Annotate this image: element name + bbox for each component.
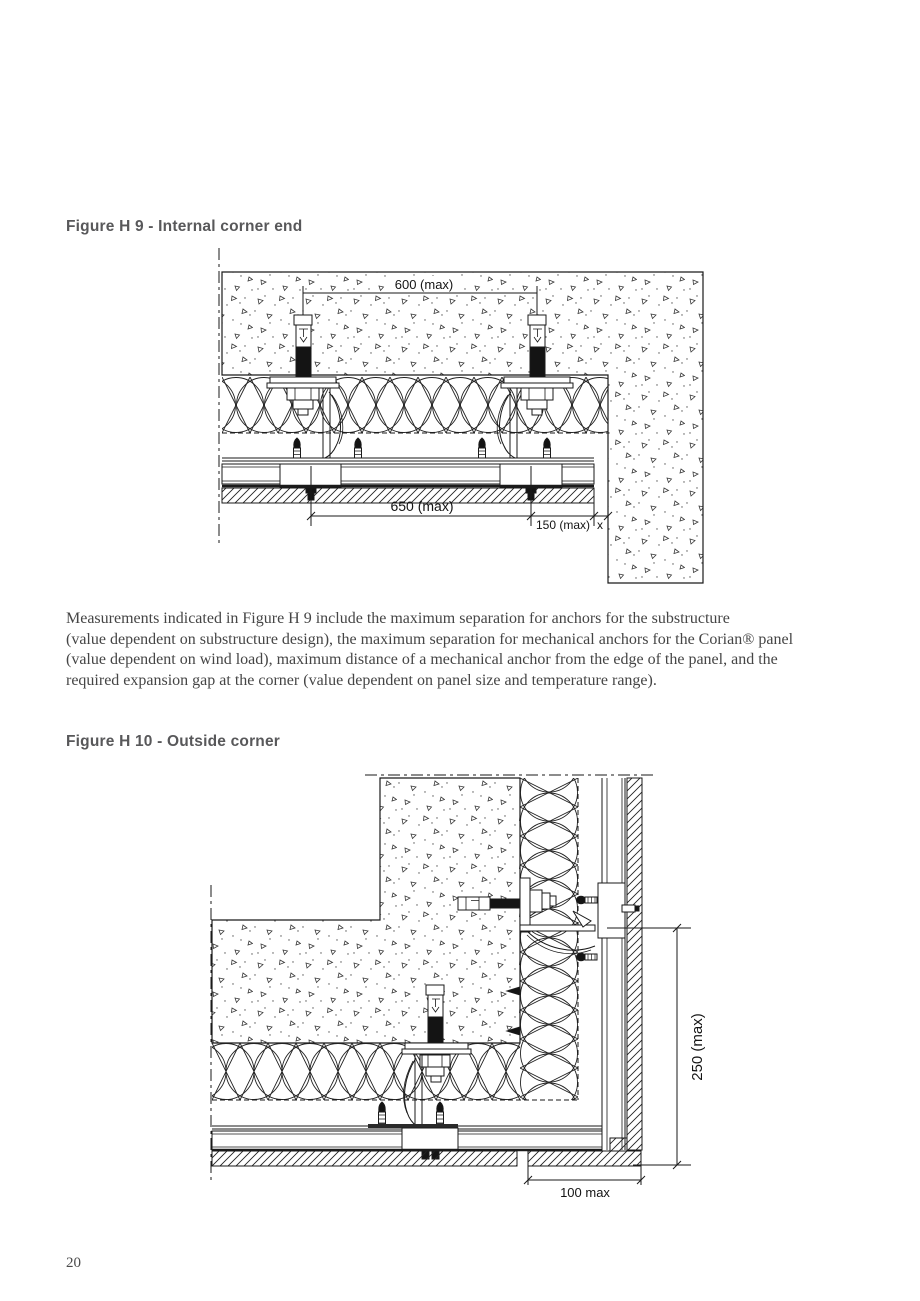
mechanical-anchor-top [457,877,640,962]
figure-h10-drawing: 100 max 250 (max) [210,774,706,1200]
page-number: 20 [66,1255,81,1271]
corian-panel-bottom [211,1150,518,1167]
dim-label-x-gap: x [597,518,603,532]
paragraph-line: Measurements indicated in Figure H 9 inc… [66,610,730,627]
body-paragraph: Measurements indicated in Figure H 9 inc… [66,609,793,691]
paragraph-line: (value dependent on substructure design)… [66,630,794,648]
dim-label-150-max: 150 (max) [536,518,590,532]
substructure-rails-bottom [211,1124,603,1160]
concrete-edge-pins [505,986,521,1036]
figure-h9-drawing: 600 (max) 650 (max) 150 (max) x [218,248,704,584]
figure-h10-title: Figure H 10 - Outside corner [66,733,281,750]
mechanical-anchor-left [266,286,362,459]
mechanical-anchor-right [478,286,574,459]
dim-label-100-max: 100 max [560,1185,610,1200]
mechanical-anchor-bottom [378,984,472,1129]
substructure-rails [221,457,595,488]
dimension-100-max: 100 max [523,1166,646,1200]
paragraph-line: (value dependent on wind load), maximum … [66,651,778,669]
dim-label-250-max: 250 (max) [689,1013,706,1081]
insulation-layer-vertical [520,778,578,1100]
dimension-600-max: 600 (max) [303,276,537,294]
corian-panel-corner-return [527,1150,642,1167]
dimension-bottom-group: 650 (max) 150 (max) x [306,466,613,532]
corian-panel-vertical [626,777,643,1151]
dim-label-600-max: 600 (max) [395,277,454,292]
paragraph-line: required expansion gap at the corner (va… [66,671,657,689]
figure-h9-title: Figure H 9 - Internal corner end [66,218,303,235]
corner-step [609,1137,628,1152]
insulation-layer-horizontal [212,1043,520,1100]
dimension-250-max: 250 (max) [607,923,706,1170]
substructure-rails-vertical [601,778,626,1150]
concrete-wall [221,271,704,584]
dim-label-650-max: 650 (max) [390,498,453,514]
